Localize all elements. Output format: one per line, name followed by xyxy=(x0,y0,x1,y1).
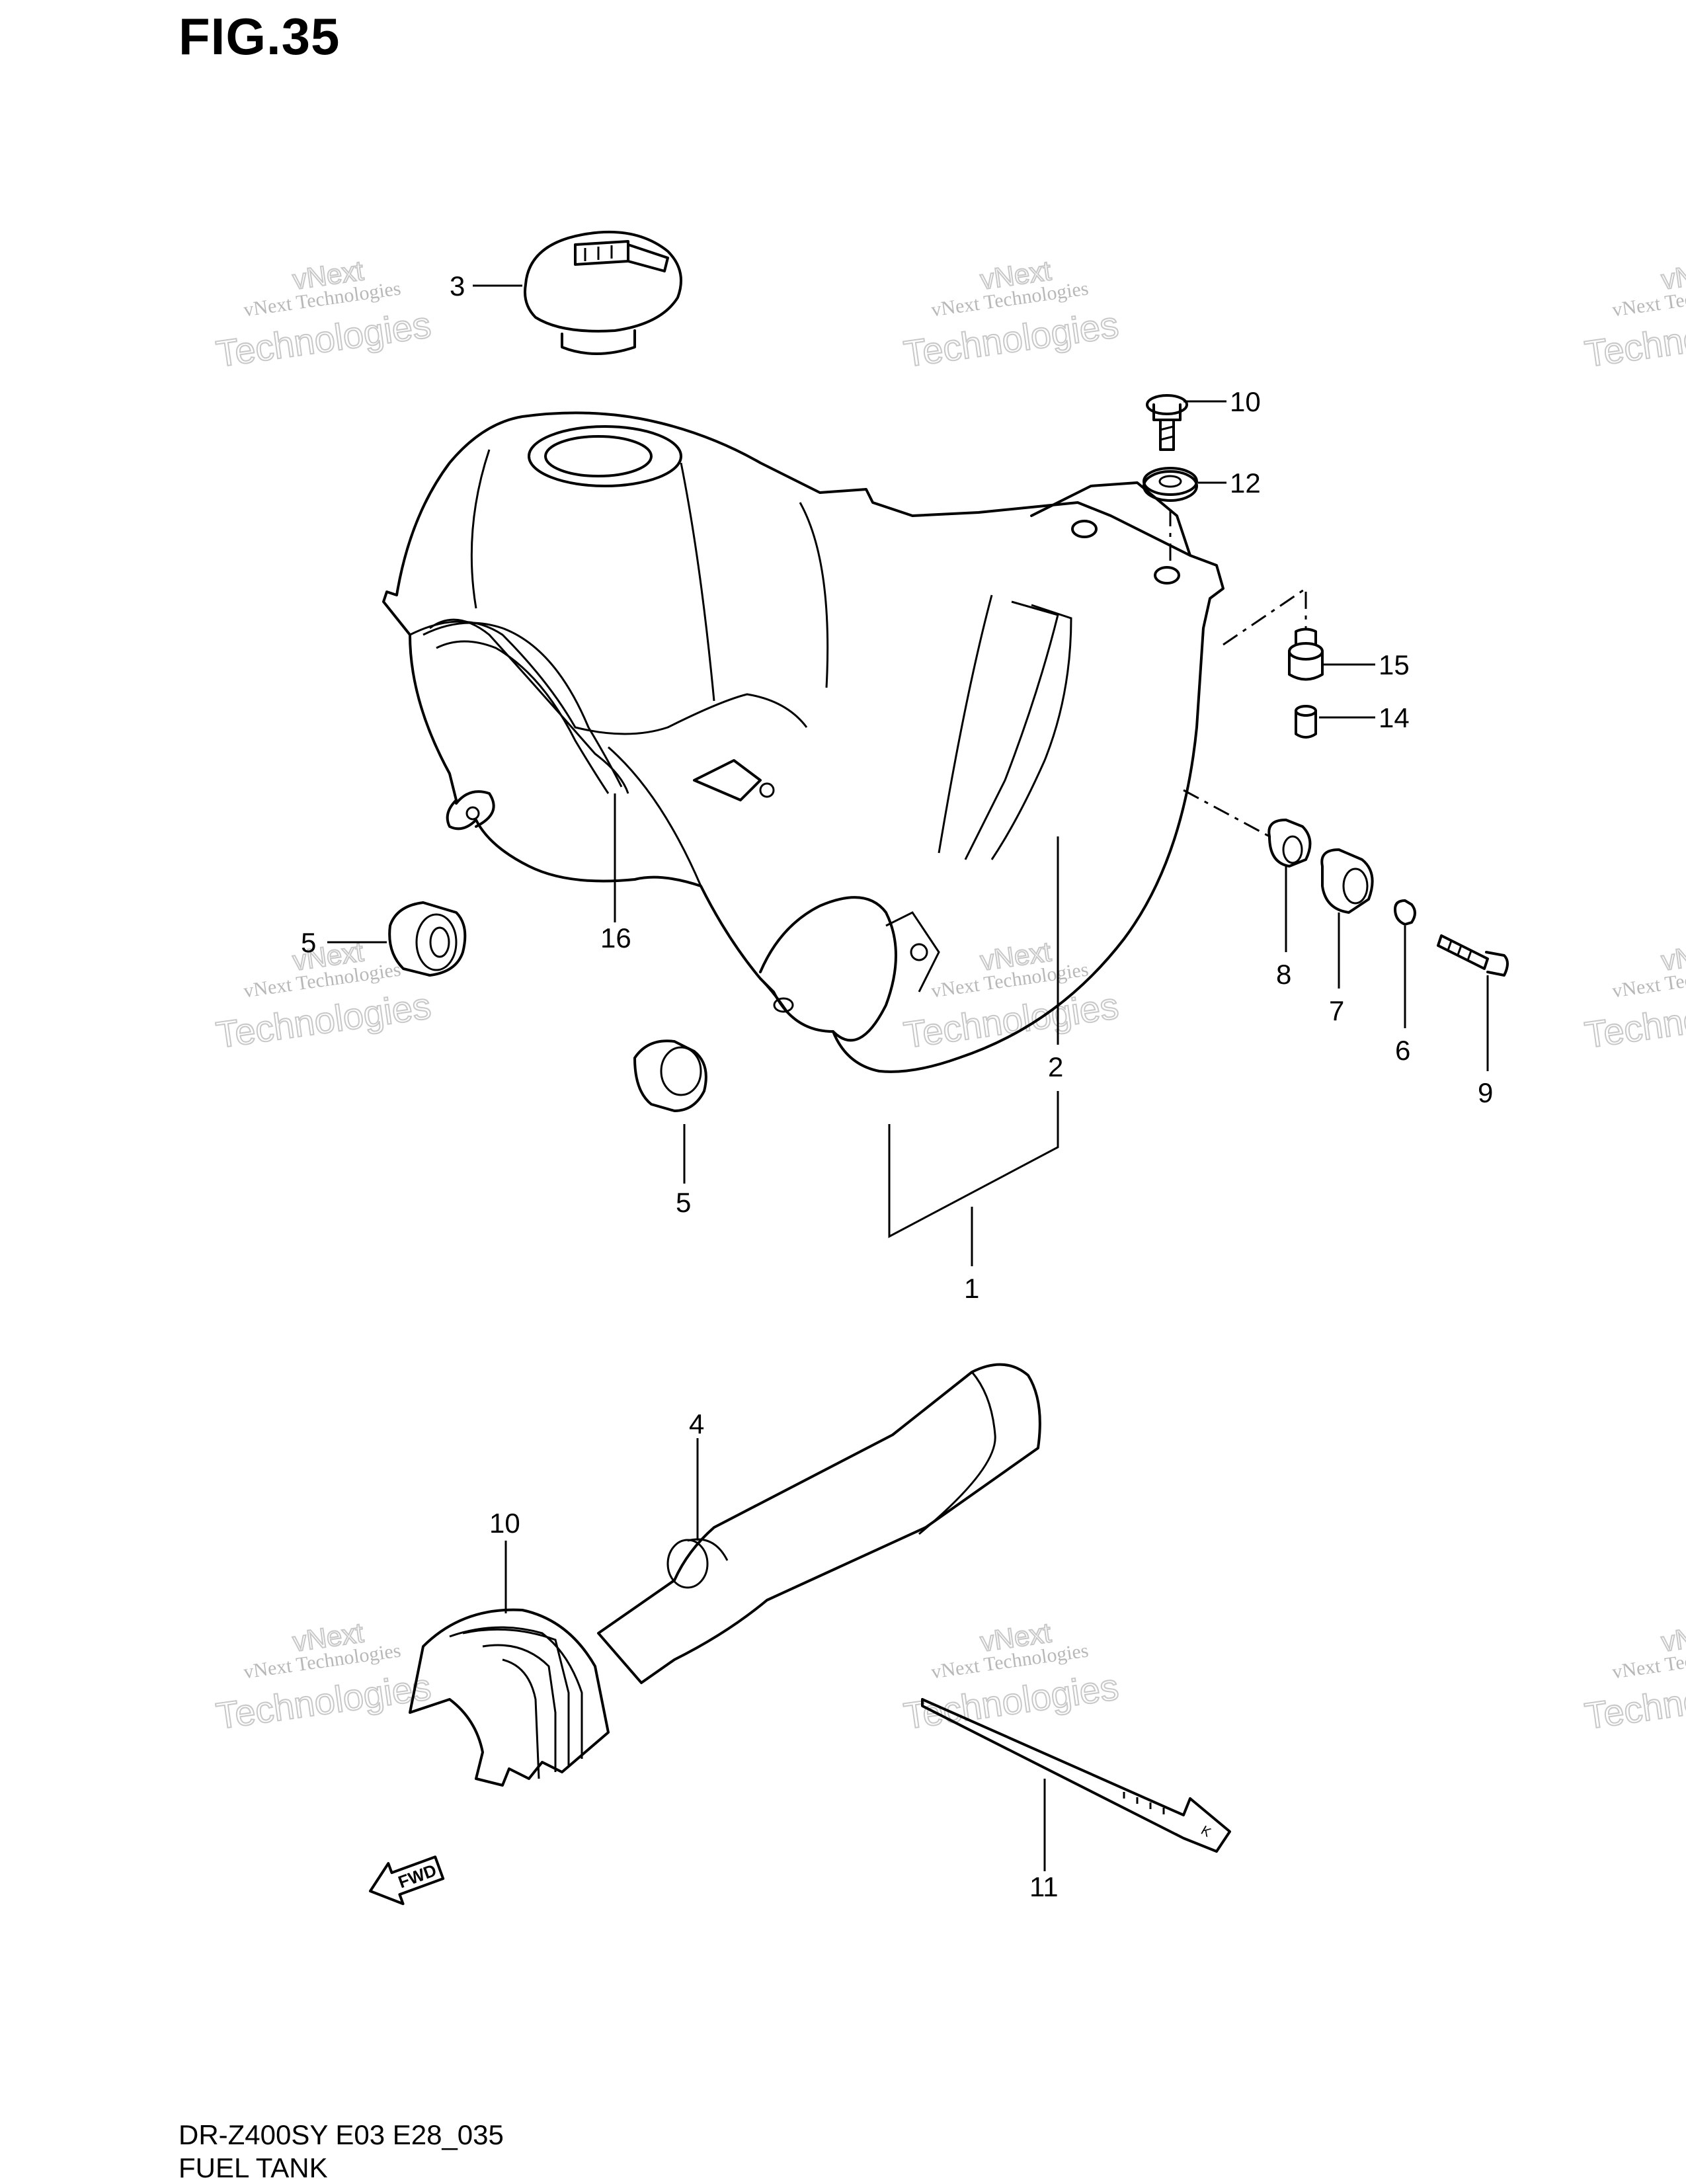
collar-14-drawing xyxy=(1295,705,1317,739)
cushion-7-drawing xyxy=(1320,848,1374,914)
grommet-10-drawing xyxy=(409,1608,610,1787)
callout-1: 1 xyxy=(964,1273,979,1304)
callout-4: 4 xyxy=(689,1408,704,1439)
callout-14: 14 xyxy=(1379,702,1410,733)
collar-6-drawing xyxy=(1394,899,1416,926)
callout-5-lower: 5 xyxy=(676,1187,691,1218)
callout-16: 16 xyxy=(600,922,631,953)
bolt-9-drawing xyxy=(1437,934,1509,977)
callout-13: 12 xyxy=(1230,467,1261,499)
washer-13-drawing xyxy=(1143,467,1198,502)
callout-labels: 3 10 12 15 14 8 7 6 9 5 16 5 2 1 4 10 11 xyxy=(301,270,1493,1902)
assembly-line xyxy=(1223,586,1307,646)
section-name: FUEL TANK xyxy=(179,2152,328,2183)
callout-5-left: 5 xyxy=(301,927,316,958)
callout-2: 2 xyxy=(1048,1051,1063,1082)
callout-7: 7 xyxy=(1329,995,1344,1026)
cap-5-left-drawing xyxy=(388,901,467,977)
callout-12: 10 xyxy=(1230,386,1261,417)
callout-15: 15 xyxy=(1379,649,1410,680)
cap-5-lower-drawing xyxy=(633,1039,707,1112)
callout-8: 8 xyxy=(1276,959,1291,990)
tie-marking: K xyxy=(1199,1823,1214,1840)
sleeve-4-drawing xyxy=(597,1363,1041,1684)
fuel-tank-drawing xyxy=(382,411,1224,1073)
bolt-12-drawing xyxy=(1146,394,1188,451)
callout-9: 9 xyxy=(1478,1077,1493,1108)
callout-3: 3 xyxy=(450,270,465,302)
callout-11: 11 xyxy=(1029,1871,1059,1902)
figure-title: FIG.35 xyxy=(179,7,341,65)
callout-10: 10 xyxy=(489,1508,520,1539)
callout-6: 6 xyxy=(1395,1035,1410,1066)
assembly-line xyxy=(1183,789,1270,838)
model-code: DR-Z400SY E03 E28_035 xyxy=(179,2119,504,2150)
grommet-15-drawing xyxy=(1288,627,1324,681)
cushion-8-drawing xyxy=(1267,819,1312,868)
leader-lines xyxy=(327,284,1489,1871)
forward-arrow-icon: FWD xyxy=(369,1855,445,1906)
fuel-cap-drawing xyxy=(524,230,682,355)
